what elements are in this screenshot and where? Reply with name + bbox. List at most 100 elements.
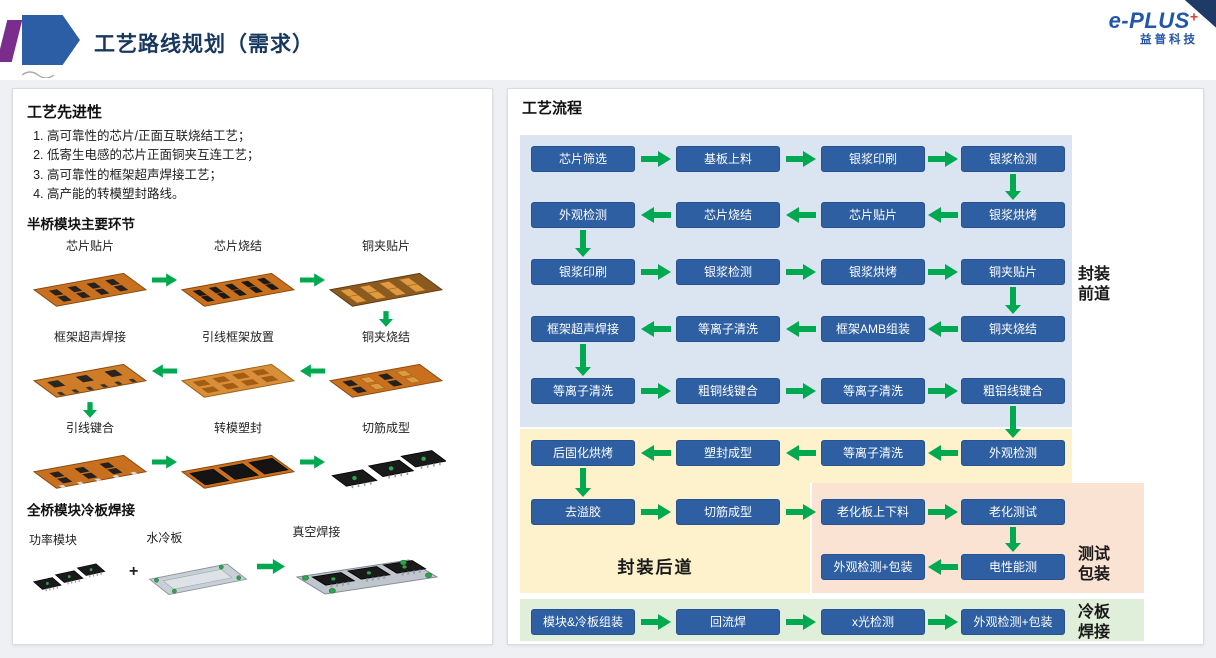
full-bridge-row: 功率模块 + 水冷板 真空焊接	[29, 523, 478, 599]
flow-step-box: 银浆检测	[676, 259, 780, 285]
full-bridge-item-label: 水冷板	[146, 530, 183, 545]
flow-arrow-right	[640, 504, 671, 525]
flow-step-box: 回流焊	[676, 609, 780, 635]
frame-usw-illustration	[30, 346, 150, 402]
arrow-right-icon	[299, 455, 325, 469]
flow-arrow-down	[1005, 174, 1021, 205]
flow-step-box: 芯片贴片	[821, 202, 925, 228]
full-bridge-power-module: 功率模块	[29, 531, 121, 599]
flow-step-box: 银浆烘烤	[961, 202, 1065, 228]
process-step-label: 引线框架放置	[201, 329, 274, 344]
flow-arrow-right	[928, 504, 958, 525]
power-module-illustration	[29, 549, 121, 599]
flow-step-box: 外观检测+包装	[961, 609, 1065, 635]
flow-title: 工艺流程	[522, 100, 583, 117]
advancement-item-2: 低寄生电感的芯片正面铜夹互连工艺；	[47, 146, 478, 165]
logo-brand-text: e-PLUS	[1108, 8, 1190, 33]
flow-arrow-left	[640, 207, 671, 228]
cold-plate-illustration	[146, 547, 250, 599]
die-sinter-illustration	[178, 255, 298, 311]
flow-arrow-right	[785, 614, 816, 635]
arrow-right-icon	[151, 273, 177, 287]
flow-step-box: x光检测	[821, 609, 925, 635]
vacuum-solder-illustration	[292, 541, 442, 599]
flow-step-box: 框架AMB组装	[821, 316, 925, 342]
process-step-label: 芯片贴片	[65, 238, 114, 253]
stage-label-frontend: 封装前道	[1077, 266, 1110, 303]
flow-step-box: 芯片筛选	[531, 146, 635, 172]
flow-step-box: 铜夹贴片	[961, 259, 1065, 285]
plus-sign: +	[129, 562, 139, 580]
process-step-die-attach: 芯片贴片	[29, 237, 151, 311]
flow-arrow-left	[640, 321, 671, 342]
stage-label-coldplate-solder: 冷板焊接	[1077, 604, 1110, 641]
process-step-label: 引线键合	[65, 420, 114, 435]
header-decoration-blue-chevron	[22, 15, 80, 65]
flow-step-box: 银浆印刷	[821, 146, 925, 172]
advancement-item-1: 高可靠性的芯片/正面互联烧结工艺；	[47, 127, 478, 146]
process-step-label: 切筋成型	[361, 420, 410, 435]
advancement-list: 高可靠性的芯片/正面互联烧结工艺； 低寄生电感的芯片正面铜夹互连工艺； 高可靠性…	[27, 127, 478, 205]
flow-step-box: 电性能测	[961, 554, 1065, 580]
process-step-trim-form: 切筋成型	[325, 419, 447, 493]
flow-arrow-left	[928, 559, 958, 580]
flow-step-box: 外观检测	[961, 440, 1065, 466]
process-step-label: 铜夹烧结	[361, 329, 410, 344]
flow-arrow-down	[1005, 527, 1021, 557]
process-step-wirebond: 引线键合	[29, 419, 151, 493]
arrow-right-icon	[151, 455, 177, 469]
flow-arrow-left	[785, 445, 816, 466]
process-step-label: 框架超声焊接	[53, 329, 126, 344]
header: 工艺路线规划（需求） e-PLUS+ 益普科技	[0, 0, 1216, 80]
flow-step-box: 外观检测	[531, 202, 635, 228]
flow-arrow-left	[640, 445, 671, 466]
process-step-clip-sinter: 铜夹烧结	[325, 328, 447, 402]
die-attach-illustration	[30, 255, 150, 311]
flow-step-box: 外观检测+包装	[821, 554, 925, 580]
process-step-frame-usw: 框架超声焊接	[29, 328, 151, 402]
flow-arrow-left	[928, 207, 958, 228]
flow-step-box: 等离子清洗	[676, 316, 780, 342]
flow-step-box: 老化测试	[961, 499, 1065, 525]
stage-label-test-packaging: 测试包装	[1077, 546, 1110, 583]
flow-arrow-down	[575, 468, 591, 502]
flow-arrow-down	[1005, 406, 1021, 443]
flow-step-box: 老化板上下料	[821, 499, 925, 525]
flow-area: 封装前道 测试包装 冷板焊接 封装后道 芯片筛选基板上料银浆印刷银浆检测外观检测…	[520, 119, 1193, 641]
process-step-leadframe-place: 引线框架放置	[177, 328, 299, 402]
logo-plus-mark: +	[1189, 8, 1198, 25]
flow-arrow-right	[785, 383, 816, 404]
arrow-down-icon	[379, 311, 393, 328]
flow-step-box: 切筋成型	[676, 499, 780, 525]
process-step-transfer-mold: 转模塑封	[177, 419, 299, 493]
flow-arrow-left	[785, 321, 816, 342]
page-title: 工艺路线规划（需求）	[94, 33, 314, 56]
process-step-die-sinter: 芯片烧结	[177, 237, 299, 311]
full-bridge-cold-plate: 水冷板	[146, 529, 250, 599]
flow-step-box: 银浆印刷	[531, 259, 635, 285]
arrow-left-icon	[151, 364, 177, 378]
clip-attach-illustration	[326, 255, 446, 311]
flow-arrow-right	[785, 504, 816, 525]
arrow-left-icon	[299, 364, 325, 378]
flow-step-box: 等离子清洗	[821, 440, 925, 466]
full-bridge-title: 全桥模块冷板焊接	[27, 502, 135, 518]
advancement-item-4: 高产能的转模塑封路线。	[47, 185, 478, 204]
flow-arrow-left	[928, 445, 958, 466]
process-step-label: 转模塑封	[213, 420, 262, 435]
flow-step-box: 粗铝线键合	[961, 378, 1065, 404]
advancement-title: 工艺先进性	[27, 104, 103, 121]
flow-step-box: 塑封成型	[676, 440, 780, 466]
flow-step-box: 银浆烘烤	[821, 259, 925, 285]
logo-wordmark: e-PLUS+	[1109, 9, 1198, 33]
process-step-label: 铜夹贴片	[361, 238, 410, 253]
arrow-down-icon	[83, 402, 97, 419]
flow-step-box: 等离子清洗	[531, 378, 635, 404]
flow-arrow-left	[928, 321, 958, 342]
trim-form-illustration	[326, 437, 446, 493]
arrow-right-icon	[257, 558, 286, 579]
stage-label-backend: 封装后道	[617, 558, 694, 577]
flow-step-box: 等离子清洗	[821, 378, 925, 404]
flow-arrow-left	[785, 207, 816, 228]
full-bridge-item-label: 真空焊接	[292, 524, 341, 539]
